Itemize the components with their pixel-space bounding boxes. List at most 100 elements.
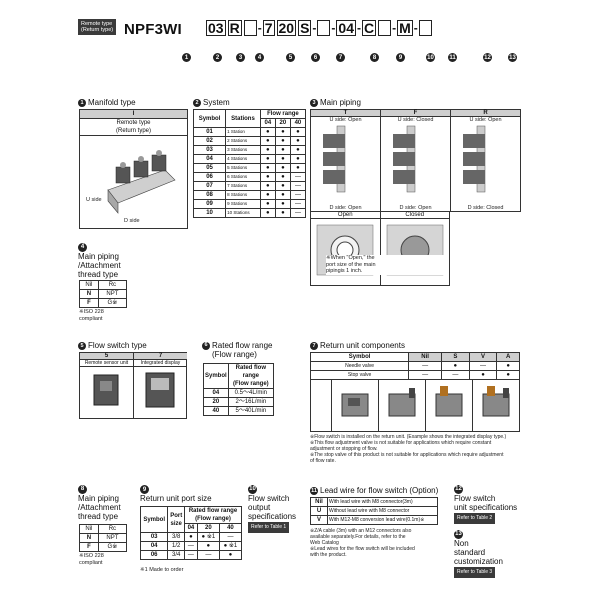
marker-12: 12 xyxy=(483,53,492,62)
refer-table-3-link[interactable]: Refer to Table 3 xyxy=(454,567,496,578)
piping-t-illustration xyxy=(323,125,346,192)
made-to-order-note: ※1 Made to order xyxy=(140,567,184,573)
model-name: NPF3WI xyxy=(124,21,182,38)
marker-9: 9 xyxy=(396,53,405,62)
return-image-spacer xyxy=(311,380,332,431)
marker-2: 2 xyxy=(213,53,222,62)
open-note: ※When "Open," the port size of the main … xyxy=(326,255,446,275)
section-thread-type-2: 8 Main piping /Attachment thread type xyxy=(78,485,121,521)
u-side-label: U side xyxy=(86,197,102,203)
dash: - xyxy=(413,21,418,35)
section-customization: 13 Non standard customization Refer to T… xyxy=(454,530,503,578)
switch-integrated-display: 7 Integrated display xyxy=(134,353,187,418)
code-output: C xyxy=(362,20,377,36)
integrated-display-illustration xyxy=(145,372,175,408)
piping-col-t: T U side: Open D side: Open xyxy=(311,110,381,211)
marker-6: 6 xyxy=(311,53,320,62)
code-lead-wire xyxy=(378,20,392,36)
code-thread xyxy=(243,20,257,36)
section-thread-type: 4 Main piping /Attachment thread type xyxy=(78,243,121,279)
section-lead-wire: 11 Lead wire for flow switch (Option) xyxy=(310,486,439,495)
marker-3: 3 xyxy=(236,53,245,62)
marker-5: 5 xyxy=(286,53,295,62)
manifold-illustration xyxy=(107,150,176,214)
return-unit-images xyxy=(310,380,520,432)
section-return-unit: 7 Return unit components xyxy=(310,341,405,350)
dash: - xyxy=(357,21,361,35)
manifold-image-frame: U side D side xyxy=(79,135,188,229)
lead-wire-notes: ※Z/A cable (3m) with an M12 connectors a… xyxy=(310,528,415,558)
return-image-a xyxy=(473,380,519,431)
code-custom xyxy=(418,20,432,36)
piping-r-illustration xyxy=(463,125,486,192)
code-return-components: S xyxy=(298,20,312,36)
return-a-illustration xyxy=(482,386,510,417)
switch-remote-sensor: 5 Remote sensor unit xyxy=(80,353,134,418)
return-unit-notes: ※Flow switch is installed on the return … xyxy=(310,434,507,464)
section-system: 2 System xyxy=(193,98,230,107)
code-unit-spec: M xyxy=(397,20,413,36)
dash: - xyxy=(257,21,262,35)
refer-table-2-link[interactable]: Refer to Table 2 xyxy=(454,513,496,524)
d-side-label: D side xyxy=(124,218,140,224)
dash: - xyxy=(331,21,336,35)
code-thread-2 xyxy=(317,20,331,36)
section-manifold-type: 1 Manifold type xyxy=(78,98,136,107)
marker-7: 7 xyxy=(336,53,345,62)
marker-10: 10 xyxy=(426,53,435,62)
return-nil-illustration xyxy=(341,393,369,417)
marker-8: 8 xyxy=(370,53,379,62)
return-image-nil xyxy=(332,380,379,431)
section-main-piping: 3 Main piping xyxy=(310,98,361,107)
return-s-illustration xyxy=(388,388,416,417)
section-unit-spec: 12 Flow switch unit specifications Refer… xyxy=(454,485,517,524)
manifold-type-table: I Remote type (Return type) xyxy=(79,109,188,136)
code-switch-type: 7 xyxy=(262,20,275,36)
return-image-v xyxy=(426,380,473,431)
section-port-size: 9 Return unit port size xyxy=(140,485,212,503)
return-unit-table: Symbol Nil S V A Needle valve — ● — ● St… xyxy=(309,352,520,380)
return-image-s xyxy=(379,380,426,431)
open-closed-panel: Open Closed xyxy=(310,212,450,286)
model-code: 03 R - 7 20 S - - 04 - C - M - xyxy=(206,20,432,36)
flow-switch-panel: 5 Remote sensor unit 7 Integrated displa… xyxy=(79,352,187,419)
code-system: 03 xyxy=(206,20,226,36)
remote-sensor-illustration xyxy=(93,374,119,406)
marker-13: 13 xyxy=(508,53,517,62)
code-port-size: 04 xyxy=(336,20,356,36)
return-v-illustration xyxy=(435,386,463,417)
marker-11: 11 xyxy=(448,53,457,62)
thread-note: ※ISO 228 compliant xyxy=(79,309,104,322)
dash: - xyxy=(312,21,317,35)
remote-type-badge: Remote type (Return type) xyxy=(78,19,117,35)
thread-note-2: ※ISO 228 compliant xyxy=(79,553,104,566)
marker-4: 4 xyxy=(255,53,264,62)
section-flow-switch-type: 5 Flow switch type xyxy=(78,341,147,350)
piping-col-r: R U side: Open D side: Closed xyxy=(451,110,520,211)
piping-col-f: F U side: Closed D side: Open xyxy=(381,110,451,211)
code-main-piping: R xyxy=(227,20,242,36)
dash: - xyxy=(392,21,397,35)
marker-1: 1 xyxy=(182,53,191,62)
piping-f-illustration xyxy=(393,125,416,192)
refer-table-1-link[interactable]: Refer to Table 1 xyxy=(248,522,290,533)
